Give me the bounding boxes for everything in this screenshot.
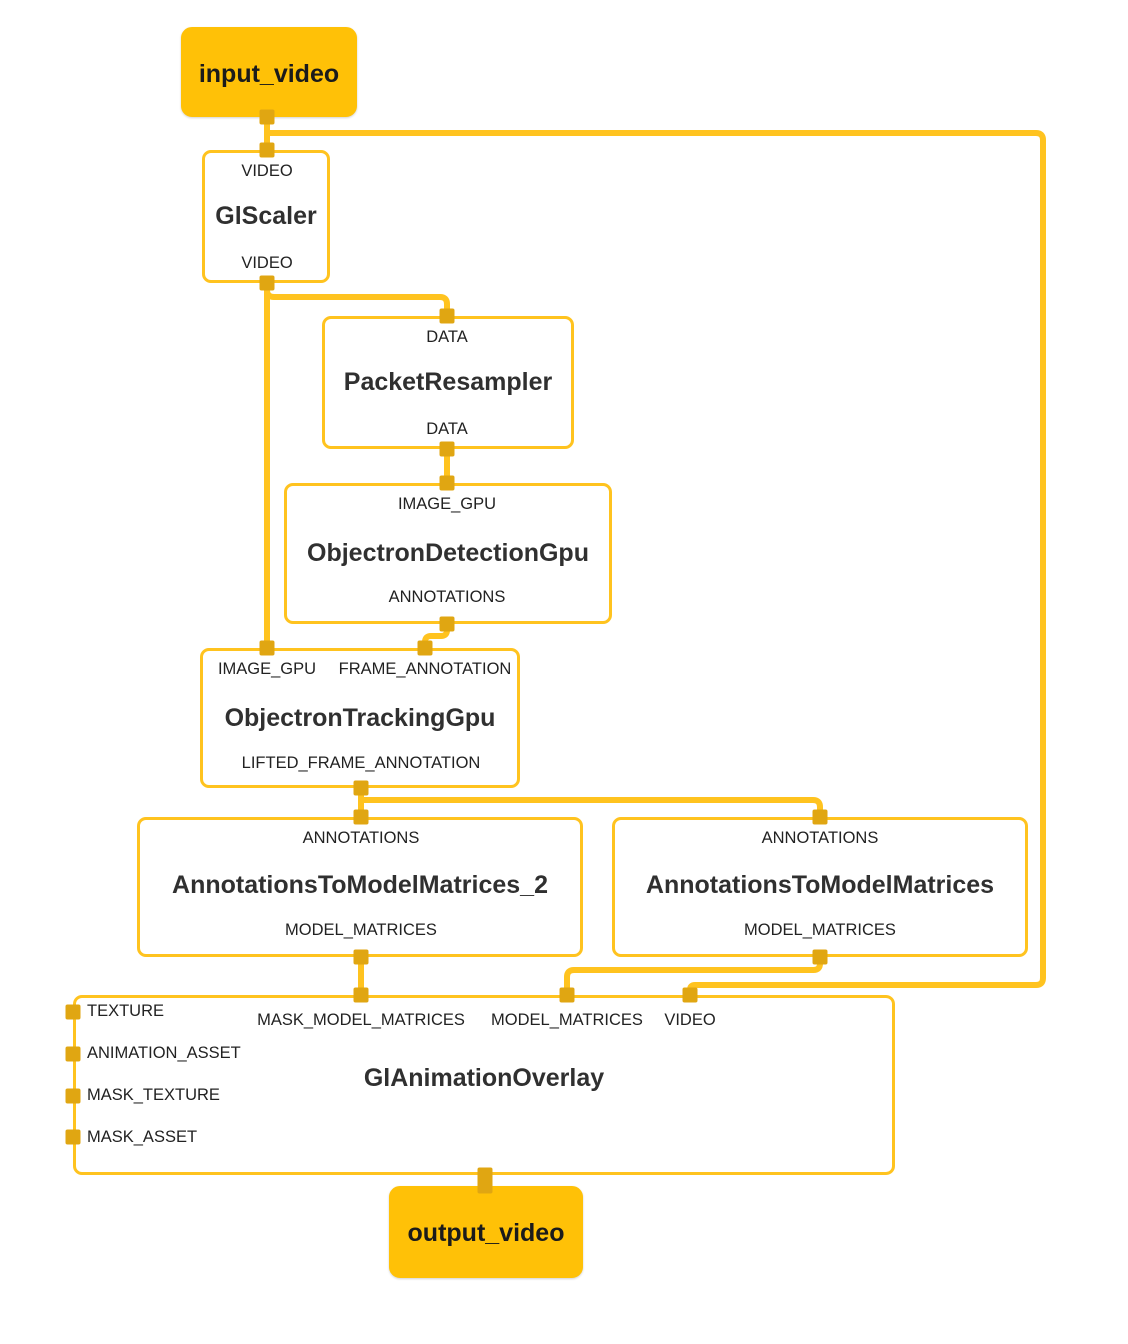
node-title-output_video: output_video	[407, 1219, 565, 1247]
node-title-packetresampler: PacketResampler	[343, 368, 553, 396]
port-input-glanimationoverlay-animation_asset[interactable]	[65, 1046, 81, 1062]
node-title-annotationstomodelmatrices: AnnotationsToModelMatrices	[645, 871, 995, 899]
port-label-glanimationoverlay-model_matrices: MODEL_MATRICES	[491, 1011, 643, 1029]
node-objectrondetectiongpu[interactable]: ObjectronDetectionGpu	[284, 483, 612, 624]
node-glanimationoverlay[interactable]: GlAnimationOverlay	[73, 995, 895, 1175]
port-label-glanimationoverlay-texture: TEXTURE	[87, 1002, 165, 1020]
port-label-glscaler-video: VIDEO	[241, 254, 293, 272]
node-annotationstomodelmatrices_2[interactable]: AnnotationsToModelMatrices_2	[137, 817, 583, 957]
port-input-annotationstomodelmatrices_2-annotations[interactable]	[353, 809, 369, 825]
port-label-glanimationoverlay-mask_model_matrices: MASK_MODEL_MATRICES	[257, 1011, 465, 1029]
port-label-objectrondetectiongpu-annotations: ANNOTATIONS	[388, 588, 506, 606]
node-title-annotationstomodelmatrices_2: AnnotationsToModelMatrices_2	[172, 871, 548, 899]
node-title-glscaler: GlScaler	[215, 202, 317, 230]
port-input-packetresampler-data[interactable]	[439, 308, 455, 324]
port-label-objectrontrackinggpu-image_gpu: IMAGE_GPU	[217, 660, 317, 678]
port-label-annotationstomodelmatrices-annotations: ANNOTATIONS	[761, 829, 879, 847]
port-input-glanimationoverlay-model_matrices[interactable]	[559, 987, 575, 1003]
port-input-glanimationoverlay-mask_texture[interactable]	[65, 1088, 81, 1104]
port-input-glscaler-video[interactable]	[259, 142, 275, 158]
port-output-annotationstomodelmatrices-model_matrices[interactable]	[812, 949, 828, 965]
node-title-objectrondetectiongpu: ObjectronDetectionGpu	[307, 539, 589, 567]
port-label-objectrontrackinggpu-lifted_frame_annotation: LIFTED_FRAME_ANNOTATION	[241, 754, 481, 772]
port-label-packetresampler-data: DATA	[426, 328, 468, 346]
port-label-annotationstomodelmatrices_2-model_matrices: MODEL_MATRICES	[285, 921, 437, 939]
port-label-glanimationoverlay-animation_asset: ANIMATION_ASSET	[87, 1044, 241, 1062]
node-title-glanimationoverlay: GlAnimationOverlay	[363, 1064, 605, 1092]
port-output-packetresampler-data[interactable]	[439, 441, 455, 457]
port-label-annotationstomodelmatrices-model_matrices: MODEL_MATRICES	[744, 921, 896, 939]
port-label-objectrontrackinggpu-frame_annotation: FRAME_ANNOTATION	[338, 660, 512, 678]
node-annotationstomodelmatrices[interactable]: AnnotationsToModelMatrices	[612, 817, 1028, 957]
node-objectrontrackinggpu[interactable]: ObjectronTrackingGpu	[200, 648, 520, 788]
port-input-glanimationoverlay-mask_asset[interactable]	[65, 1129, 81, 1145]
port-input-objectrondetectiongpu-image_gpu[interactable]	[439, 475, 455, 491]
port-output-annotationstomodelmatrices_2-model_matrices[interactable]	[353, 949, 369, 965]
port-label-glscaler-video: VIDEO	[241, 162, 293, 180]
port-label-objectrondetectiongpu-image_gpu: IMAGE_GPU	[397, 495, 497, 513]
port-output-input_video[interactable]	[259, 109, 275, 125]
port-output-glscaler-video[interactable]	[259, 275, 275, 291]
port-input-glanimationoverlay-texture[interactable]	[65, 1004, 81, 1020]
port-input-objectrontrackinggpu-frame_annotation[interactable]	[417, 640, 433, 656]
port-label-glanimationoverlay-mask_texture: MASK_TEXTURE	[87, 1086, 220, 1104]
port-input-output_video[interactable]	[477, 1178, 493, 1194]
port-label-glanimationoverlay-video: VIDEO	[664, 1011, 716, 1029]
port-input-objectrontrackinggpu-image_gpu[interactable]	[259, 640, 275, 656]
node-input_video[interactable]: input_video	[181, 27, 357, 117]
port-label-annotationstomodelmatrices_2-annotations: ANNOTATIONS	[302, 829, 420, 847]
node-title-objectrontrackinggpu: ObjectronTrackingGpu	[224, 704, 496, 732]
port-label-glanimationoverlay-mask_asset: MASK_ASSET	[87, 1128, 198, 1146]
edge-glscaler-VIDEO	[264, 283, 450, 316]
node-title-input_video: input_video	[198, 60, 340, 88]
port-label-packetresampler-data: DATA	[426, 420, 468, 438]
port-input-glanimationoverlay-mask_model_matrices[interactable]	[353, 987, 369, 1003]
port-input-annotationstomodelmatrices-annotations[interactable]	[812, 809, 828, 825]
edge-objectrontrackinggpu-LIFTED_FRAME_ANNOTATION	[361, 797, 823, 817]
port-input-glanimationoverlay-video[interactable]	[682, 987, 698, 1003]
port-output-objectrontrackinggpu-lifted_frame_annotation[interactable]	[353, 780, 369, 796]
port-output-objectrondetectiongpu-annotations[interactable]	[439, 616, 455, 632]
node-output_video[interactable]: output_video	[389, 1186, 583, 1278]
